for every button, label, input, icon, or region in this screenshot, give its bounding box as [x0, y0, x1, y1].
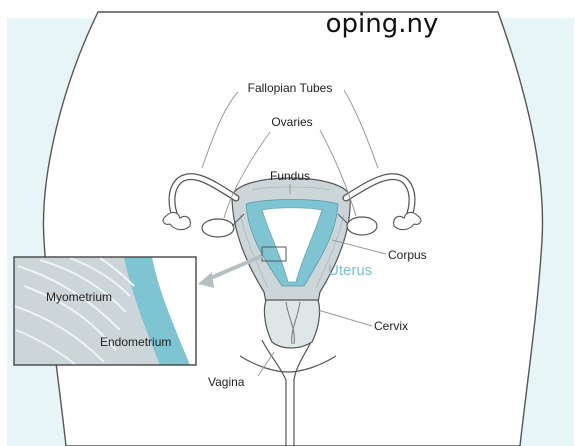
- label-fundus: Fundus: [270, 169, 310, 183]
- left-ovary: [202, 219, 234, 237]
- label-corpus: Corpus: [388, 248, 427, 262]
- label-cervix: Cervix: [374, 319, 408, 333]
- label-uterus: Uterus: [328, 262, 372, 279]
- label-endometrium: Endometrium: [100, 335, 171, 349]
- right-ovary: [347, 217, 377, 235]
- top-caption: oping.ny: [326, 9, 439, 39]
- label-ovaries: Ovaries: [271, 115, 312, 129]
- label-vagina: Vagina: [208, 375, 245, 389]
- label-myometrium: Myometrium: [46, 290, 112, 304]
- label-fallopian-tubes: Fallopian Tubes: [248, 81, 333, 95]
